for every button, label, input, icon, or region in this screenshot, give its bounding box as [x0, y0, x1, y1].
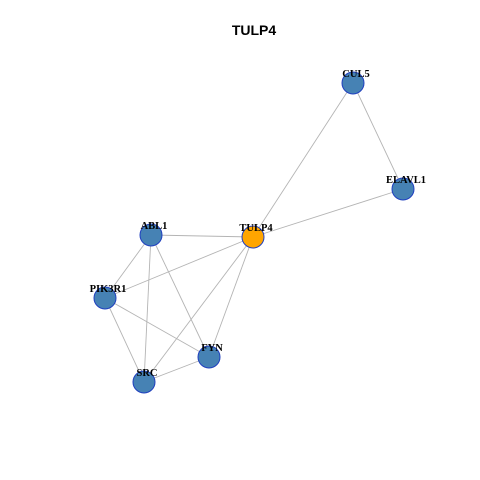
node-label: TULP4 — [239, 223, 273, 234]
graph-title: TULP4 — [232, 22, 277, 38]
node-abl1[interactable]: ABL1 — [139, 221, 168, 247]
node-circle[interactable] — [139, 223, 163, 247]
edge-cul5-elavl1 — [352, 82, 404, 190]
edge-tulp4-fyn — [208, 236, 254, 358]
edge-abl1-tulp4 — [150, 234, 254, 238]
edge-src-fyn — [143, 356, 210, 383]
edge-abl1-src — [143, 234, 152, 383]
node-circle[interactable] — [197, 345, 221, 369]
node-label: FYN — [201, 343, 223, 354]
edge-abl1-pik3r1 — [104, 234, 152, 299]
node-label: PIK3R1 — [90, 284, 127, 295]
node-circle[interactable] — [391, 177, 415, 201]
edge-pik3r1-fyn — [104, 297, 210, 358]
node-label: ELAVL1 — [386, 175, 426, 186]
node-fyn[interactable]: FYN — [197, 343, 223, 369]
edge-pik3r1-src — [104, 297, 145, 383]
edge-cul5-tulp4 — [252, 82, 354, 238]
node-circle[interactable] — [93, 286, 117, 310]
node-pik3r1[interactable]: PIK3R1 — [90, 284, 127, 310]
node-tulp4[interactable]: TULP4 — [239, 223, 273, 249]
node-circle[interactable] — [341, 71, 365, 95]
node-src[interactable]: SRC — [132, 368, 158, 394]
node-label: CUL5 — [342, 69, 369, 80]
edge-elavl1-tulp4 — [252, 188, 404, 238]
node-label: ABL1 — [141, 221, 168, 232]
edge-tulp4-pik3r1 — [104, 236, 254, 299]
node-circle[interactable] — [241, 225, 265, 249]
edges-layer — [104, 82, 404, 383]
node-elavl1[interactable]: ELAVL1 — [386, 175, 426, 201]
edge-tulp4-src — [143, 236, 254, 383]
node-cul5[interactable]: CUL5 — [341, 69, 370, 95]
node-label: SRC — [136, 368, 157, 379]
edge-abl1-fyn — [150, 234, 210, 358]
node-circle[interactable] — [132, 370, 156, 394]
